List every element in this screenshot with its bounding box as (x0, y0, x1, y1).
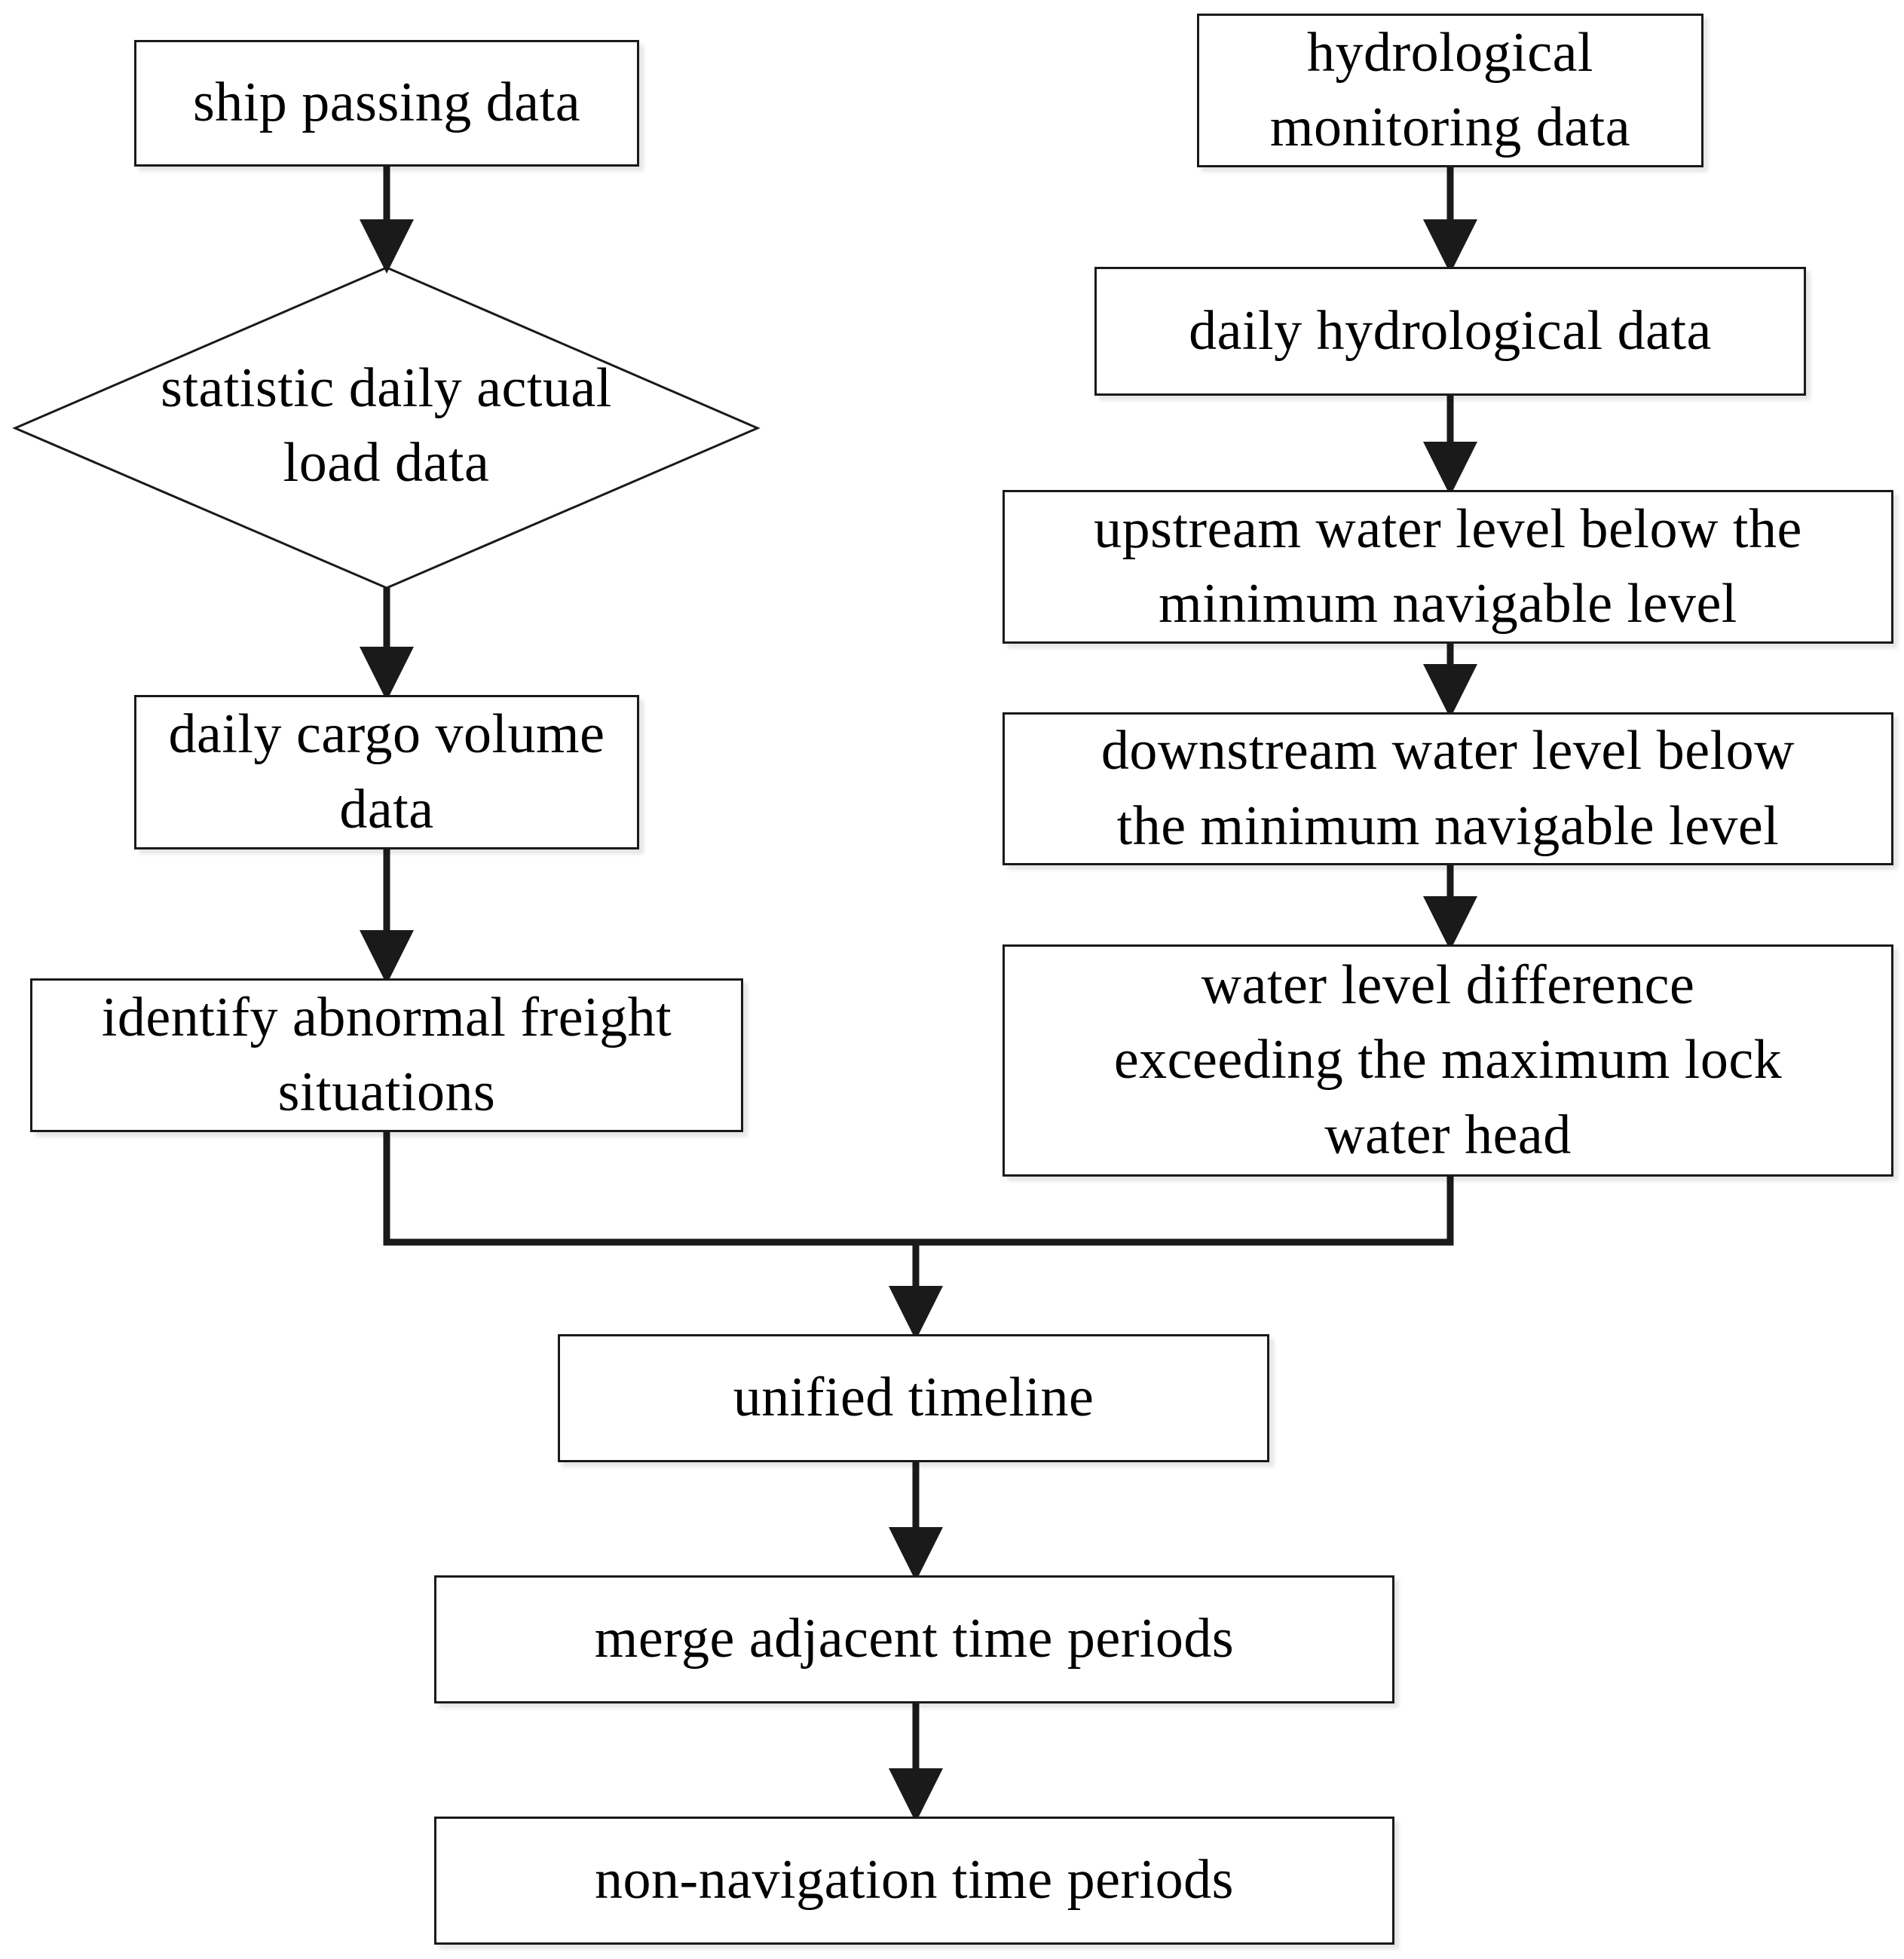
node-unified-timeline-label: unified timeline (733, 1367, 1094, 1429)
node-daily-cargo-volume: daily cargo volume data (134, 695, 639, 849)
node-downstream-level-label: downstream water level below the minimum… (1100, 720, 1795, 857)
node-daily-hydrological-label: daily hydrological data (1189, 299, 1712, 362)
node-ship-passing-data-label: ship passing data (192, 72, 581, 134)
node-identify-abnormal: identify abnormal freight situations (30, 978, 743, 1132)
node-merge-periods-label: merge adjacent time periods (594, 1608, 1235, 1670)
node-daily-cargo-volume-label: daily cargo volume data (168, 703, 605, 840)
node-level-difference: water level difference exceeding the max… (1003, 944, 1893, 1177)
node-downstream-level: downstream water level below the minimum… (1003, 712, 1893, 865)
node-non-navigation: non-navigation time periods (434, 1817, 1394, 1945)
node-non-navigation-label: non-navigation time periods (595, 1849, 1234, 1912)
node-statistic-daily-load: statistic daily actual load data (106, 347, 667, 505)
node-identify-abnormal-label: identify abnormal freight situations (101, 986, 672, 1123)
node-ship-passing-data: ship passing data (134, 40, 639, 167)
node-hydrological-monitoring: hydrological monitoring data (1197, 14, 1703, 167)
node-merge-periods: merge adjacent time periods (434, 1575, 1394, 1703)
node-daily-hydrological: daily hydrological data (1094, 267, 1806, 396)
node-statistic-daily-load-label: statistic daily actual load data (161, 357, 612, 494)
node-hydrological-monitoring-label: hydrological monitoring data (1269, 21, 1631, 158)
node-upstream-level-label: upstream water level below the minimum n… (1094, 497, 1802, 635)
node-unified-timeline: unified timeline (558, 1334, 1269, 1462)
node-upstream-level: upstream water level below the minimum n… (1003, 490, 1893, 644)
node-level-difference-label: water level difference exceeding the max… (1113, 954, 1783, 1166)
